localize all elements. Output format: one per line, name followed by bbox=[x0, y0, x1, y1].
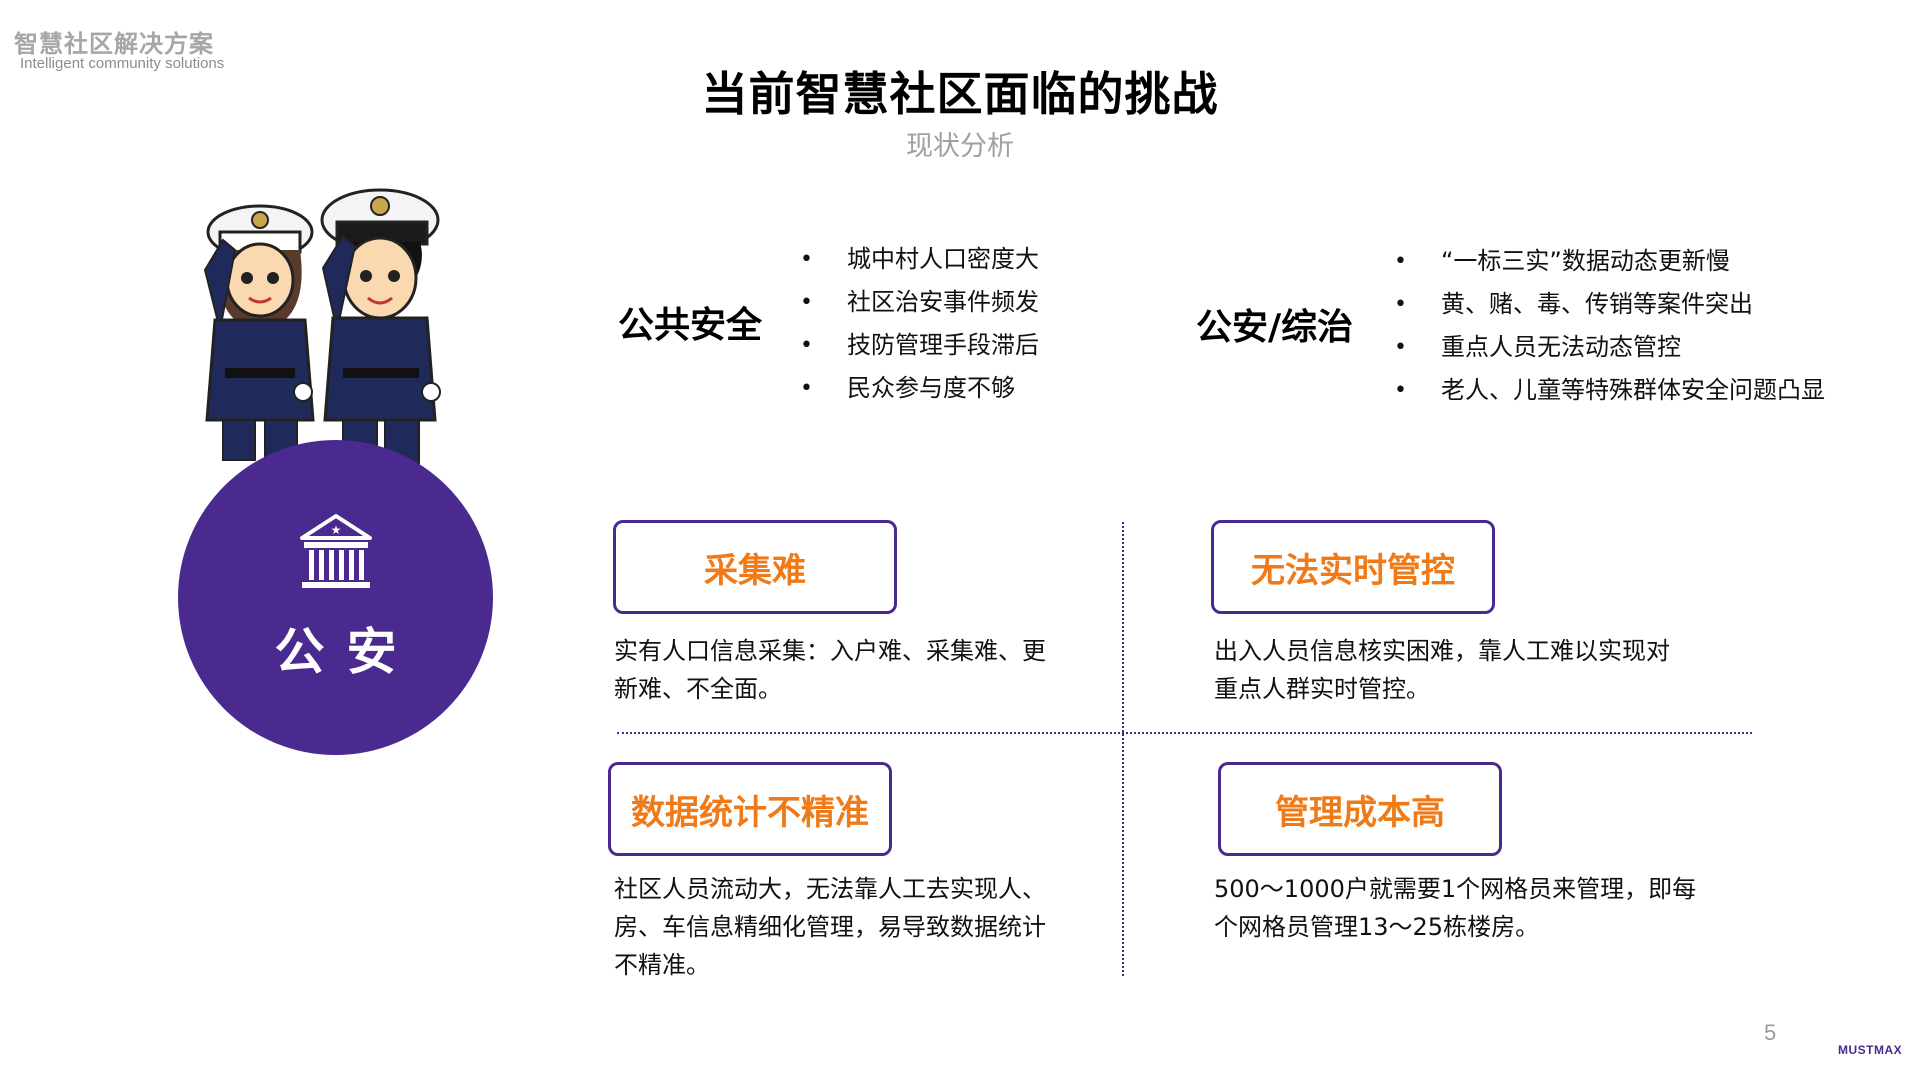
bullet-icon: • bbox=[1394, 249, 1407, 274]
challenge-box-statistics: 数据统计不精准 bbox=[608, 762, 892, 856]
vertical-divider bbox=[1122, 522, 1124, 976]
bullet-icon: • bbox=[800, 376, 813, 401]
list-item: •技防管理手段滞后 bbox=[800, 324, 1039, 367]
page-title: 当前智慧社区面临的挑战 bbox=[701, 67, 1219, 121]
list-item: •社区治安事件频发 bbox=[800, 281, 1039, 324]
page-subtitle: 现状分析 bbox=[906, 131, 1014, 162]
horizontal-divider bbox=[617, 732, 1752, 734]
brand-title: 智慧社区解决方案 bbox=[14, 30, 214, 58]
challenge-box-cost: 管理成本高 bbox=[1218, 762, 1502, 856]
list-item: •重点人员无法动态管控 bbox=[1394, 326, 1825, 369]
bullet-icon: • bbox=[800, 247, 813, 272]
list-item: •城中村人口密度大 bbox=[800, 238, 1039, 281]
police-officer-right bbox=[320, 188, 441, 466]
list-item: •民众参与度不够 bbox=[800, 367, 1039, 410]
svg-text:★: ★ bbox=[330, 523, 341, 537]
brand-subtitle: Intelligent community solutions bbox=[20, 55, 225, 72]
police-officer-left bbox=[203, 204, 315, 461]
page-number: 5 bbox=[1764, 1020, 1777, 1045]
brand-logo: MUSTMAX bbox=[1838, 1043, 1903, 1057]
government-building-icon: ★ bbox=[299, 513, 372, 588]
section-title-police-governance: 公安/综治 bbox=[1196, 307, 1354, 348]
challenge-desc-collection: 实有人口信息采集：入户难、采集难、更新难、不全面。 bbox=[614, 637, 1046, 703]
list-item: •黄、赌、毒、传销等案件突出 bbox=[1394, 283, 1825, 326]
challenge-box-realtime-control: 无法实时管控 bbox=[1211, 520, 1495, 614]
bullet-icon: • bbox=[800, 333, 813, 358]
police-category-circle: ★ 公安 bbox=[178, 440, 493, 755]
bullet-icon: • bbox=[800, 290, 813, 315]
list-item: •“一标三实”数据动态更新慢 bbox=[1394, 240, 1825, 283]
challenge-desc-statistics: 社区人员流动大，无法靠人工去实现人、房、车信息精细化管理，易导致数据统计不精准。 bbox=[614, 875, 1046, 979]
challenge-desc-realtime-control: 出入人员信息核实困难，靠人工难以实现对重点人群实时管控。 bbox=[1214, 637, 1670, 703]
police-officers-illustration bbox=[203, 188, 441, 466]
bullet-icon: • bbox=[1394, 378, 1407, 403]
circle-label: 公安 bbox=[274, 622, 419, 681]
public-safety-list: •城中村人口密度大 •社区治安事件频发 •技防管理手段滞后 •民众参与度不够 bbox=[800, 238, 1039, 410]
section-title-public-safety: 公共安全 bbox=[618, 305, 763, 346]
challenge-desc-cost: 500～1000户就需要1个网格员来管理，即每个网格员管理13～25栋楼房。 bbox=[1214, 875, 1697, 941]
challenge-box-collection: 采集难 bbox=[613, 520, 897, 614]
police-governance-list: •“一标三实”数据动态更新慢 •黄、赌、毒、传销等案件突出 •重点人员无法动态管… bbox=[1394, 240, 1825, 412]
list-item: •老人、儿童等特殊群体安全问题凸显 bbox=[1394, 369, 1825, 412]
bullet-icon: • bbox=[1394, 292, 1407, 317]
bullet-icon: • bbox=[1394, 335, 1407, 360]
